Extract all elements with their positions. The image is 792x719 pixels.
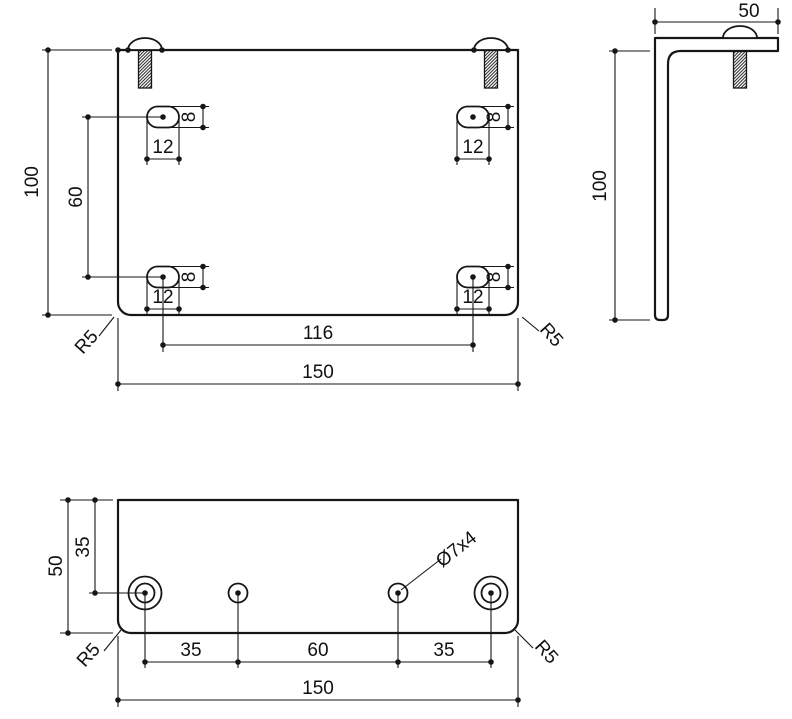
side-bolt xyxy=(722,25,758,89)
side-dimension-dots xyxy=(612,19,781,323)
dim-front-slot-width-label-tr: 12 xyxy=(462,137,483,158)
dim-front-slot-height-label-tl: 8 xyxy=(179,112,200,123)
dim-side-leg-height-label: 100 xyxy=(590,170,611,202)
dim-front-slot-center-spacing-label: 116 xyxy=(303,323,333,344)
front-corner-radius-label-right: R5 xyxy=(535,319,567,351)
top-dimension-dots xyxy=(65,497,521,703)
dim-front-slot-width-label-tl: 12 xyxy=(152,137,173,158)
side-view: 50 100 xyxy=(590,1,781,323)
top-corner-radius-label-left: R5 xyxy=(73,639,105,671)
front-view: 100 60 12 12 12 12 8 8 8 8 116 150 R5 R5 xyxy=(22,37,567,391)
side-profile-outline xyxy=(653,36,780,322)
top-view: 50 35 Ø7x4 35 60 35 150 R5 R5 xyxy=(46,497,562,707)
dim-front-slot-height-label-br: 8 xyxy=(484,272,505,283)
dim-top-depth-label: 50 xyxy=(46,555,67,576)
dim-top-hole-spacing-middle-label: 60 xyxy=(307,640,328,661)
dim-side-flange-width-label: 50 xyxy=(738,1,759,22)
bolt-head xyxy=(473,37,509,51)
dim-front-slot-width-label-bl: 12 xyxy=(152,287,173,308)
bolt-head xyxy=(127,37,163,51)
front-dimension-dots xyxy=(45,47,521,387)
dim-front-slot-width-label-br: 12 xyxy=(462,287,483,308)
front-bolt-left xyxy=(127,37,163,89)
bolt-thread xyxy=(137,49,153,89)
dim-front-slot-row-spacing-label: 60 xyxy=(66,186,87,207)
dim-top-hole-offset-label: 35 xyxy=(73,536,94,557)
dim-front-slot-height-label-tr: 8 xyxy=(484,112,505,123)
front-corner-radius-label-left: R5 xyxy=(71,326,103,358)
top-corner-radius-label-right: R5 xyxy=(530,636,562,668)
dim-front-overall-height-label: 100 xyxy=(22,166,43,198)
bolt-thread xyxy=(483,49,499,89)
dim-top-hole-spacing-right-label: 35 xyxy=(433,640,454,661)
front-plate-outline xyxy=(116,48,520,317)
dim-front-slot-height-label-bl: 8 xyxy=(179,272,200,283)
dim-top-overall-width-label: 150 xyxy=(302,678,334,699)
side-dimension-lines xyxy=(609,8,779,321)
top-plate-outline xyxy=(116,498,520,635)
bolt-head xyxy=(722,25,758,39)
dim-top-hole-spacing-left-label: 35 xyxy=(180,640,201,661)
bolt-thread xyxy=(732,50,748,89)
dim-front-overall-width-label: 150 xyxy=(302,362,334,383)
